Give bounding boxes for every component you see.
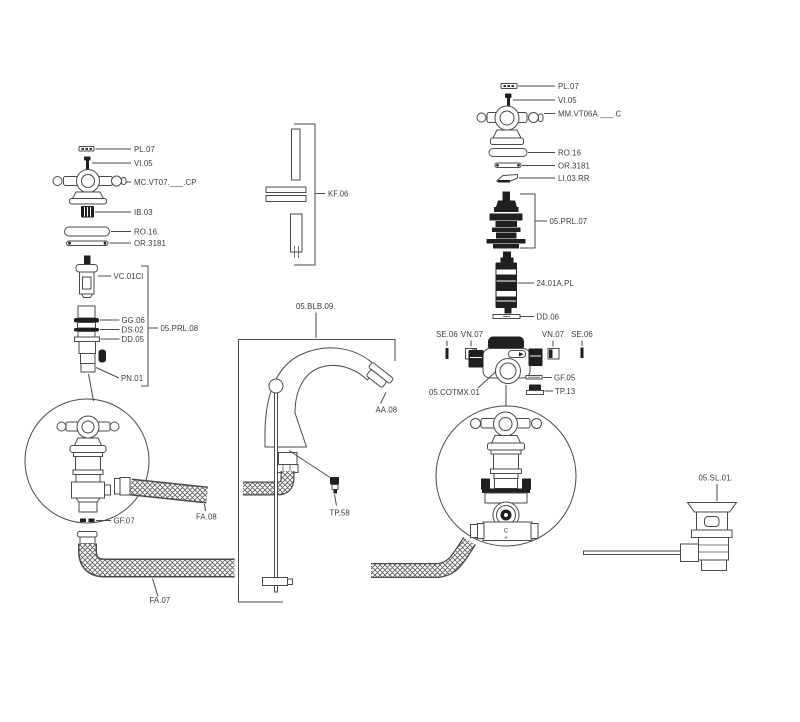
left-prl08-label: 05.PRL.08 <box>161 324 199 333</box>
right-2401apl-label: 24.01A.PL <box>537 279 575 288</box>
cotmx01-label: 05.COTMX.01 <box>429 388 480 397</box>
gf05-part <box>525 375 552 380</box>
spout-shank <box>243 452 299 496</box>
right-mixer-group: PL.07 VI.05 MM.VT06A.___.C RO.16 OR.3181 <box>371 82 622 578</box>
aa08-label: AA.08 <box>376 406 398 415</box>
right-vn07-right-label: VN.07 <box>542 330 564 339</box>
right-or3181-part <box>494 162 555 168</box>
right-dd06-part <box>492 314 534 319</box>
kf06-label: KF.06 <box>328 190 348 199</box>
left-pl07-label: PL.07 <box>134 145 155 154</box>
right-prl07-label: 05.PRL.07 <box>550 217 588 226</box>
right-handle-part <box>476 105 555 145</box>
left-handle-label: MC.VT07.___.CP <box>134 178 197 187</box>
popup-rod <box>262 378 293 593</box>
spout-body <box>264 347 394 448</box>
sl01-label: 05.SL.01. <box>699 474 733 483</box>
left-ib03-part <box>81 206 131 218</box>
right-handle-label: MM.VT06A.___.C <box>558 110 622 119</box>
left-dd05-label: DD.05 <box>122 335 145 344</box>
right-se06-left-part <box>445 340 449 359</box>
left-cartridge-part <box>74 305 120 402</box>
right-mixer-hose <box>371 536 476 578</box>
right-detail-circle <box>435 405 577 547</box>
right-2401apl-part <box>495 251 534 314</box>
waste-drain-part <box>583 502 738 571</box>
center-spout-group: KF.06 05.BLB.09. AA.08 TP.58 <box>238 123 398 603</box>
right-ro16-label: RO.16 <box>558 149 581 158</box>
left-gf07-part <box>80 518 111 522</box>
left-pl07-part <box>78 146 131 152</box>
tp13-part <box>526 384 553 395</box>
left-ds02-label: DS.02 <box>122 326 144 335</box>
right-ro16-part <box>488 148 555 157</box>
left-ro16-part <box>64 226 131 237</box>
left-handle-part <box>52 169 131 205</box>
right-dd06-label: DD.06 <box>537 313 560 322</box>
tp58-part <box>288 450 339 506</box>
left-vi05-part <box>84 156 131 170</box>
left-gg06-label: GG.06 <box>122 316 145 325</box>
right-li03rr-part <box>496 173 555 183</box>
left-or3181-label: OR.3181 <box>134 239 166 248</box>
right-assembled-mixer: C + <box>470 411 542 542</box>
left-gf07-label: GF.07 <box>114 517 135 526</box>
mixer-marking-plus: + <box>504 536 508 542</box>
kf06-parts <box>265 123 325 266</box>
left-vi05-label: VI.05 <box>134 159 153 168</box>
right-vi05-label: VI.05 <box>558 96 577 105</box>
left-fa08-hose <box>114 477 208 512</box>
right-vn07-right-part <box>547 340 560 360</box>
left-tap-group: PL.07 VI.05 MC.VT07.___.CP IB.03 RO.16. <box>24 145 235 605</box>
right-vi05-part <box>505 93 555 107</box>
left-ro16-label: RO.16. <box>134 228 159 237</box>
right-vn07-left-label: VN.07 <box>461 330 483 339</box>
left-or3181-part <box>66 240 131 246</box>
left-vc01-label: VC.01Cl <box>114 272 144 281</box>
left-fa07-label: FA.07 <box>150 596 171 605</box>
blb09-label: 05.BLB.09. <box>296 302 336 311</box>
right-se06-left-label: SE.06 <box>436 330 458 339</box>
left-prl08-bracket <box>141 265 158 387</box>
right-or3181-label: OR.3181 <box>558 162 590 171</box>
right-li03rr-label: LI.03.RR <box>558 174 590 183</box>
right-pl07-part <box>500 83 555 89</box>
waste-group: 05.SL.01. <box>583 474 738 571</box>
gf05-label: GF.05 <box>554 374 576 383</box>
blb09-box <box>238 339 396 603</box>
left-assembled-tap <box>56 415 120 513</box>
left-fa07-hose <box>77 531 235 597</box>
left-fa08-label: FA.08 <box>196 513 217 522</box>
mixer-marking-c: C <box>504 529 509 535</box>
left-detail-circle <box>24 398 150 524</box>
right-se06-right-part <box>580 340 584 358</box>
right-pl07-label: PL.07 <box>558 82 579 91</box>
left-vc01-part <box>75 255 111 298</box>
left-ib03-label: IB.03 <box>134 208 153 217</box>
left-pn01-label: PN.01 <box>121 374 143 383</box>
aerator <box>366 362 394 388</box>
right-prl07-part <box>486 191 547 249</box>
tp13-label: TP.13 <box>555 387 575 396</box>
cotmx01-body <box>468 336 543 406</box>
right-se06-right-label: SE.06 <box>571 330 593 339</box>
tp58-label: TP.58 <box>330 509 350 518</box>
